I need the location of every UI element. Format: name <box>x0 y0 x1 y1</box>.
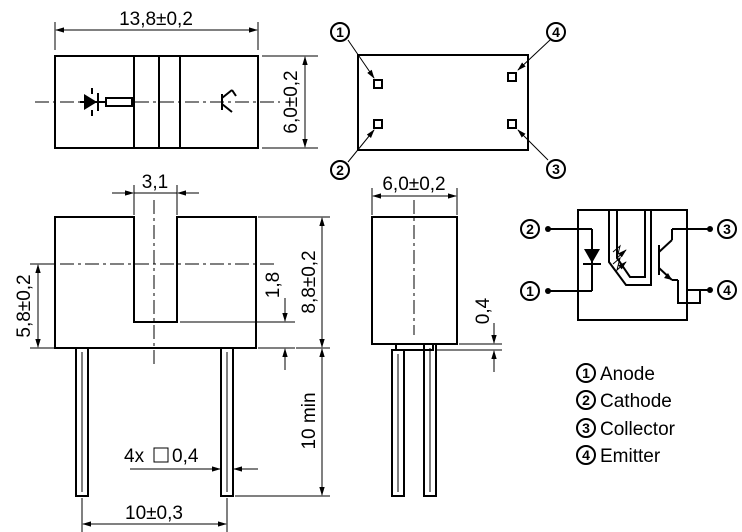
schematic-pin-2: 2 <box>520 219 540 239</box>
schematic-pin-3: 3 <box>717 219 737 239</box>
schematic: 2 1 3 4 <box>520 209 737 321</box>
svg-text:2: 2 <box>336 162 344 178</box>
body-height-label: 8,8±0,2 <box>299 250 320 313</box>
slot-offset-label: 1,8 <box>263 272 284 298</box>
legend-item-anode: 1 Anode <box>576 363 655 385</box>
side-view: 6,0±0,2 0,4 <box>371 174 502 497</box>
pin-4-marker: 4 <box>546 22 566 42</box>
svg-text:2: 2 <box>582 392 590 408</box>
lead-count-label: 4x <box>124 446 145 467</box>
top-width-label: 6,0±0,2 <box>281 70 302 133</box>
standoff-label: 0,4 <box>473 297 494 324</box>
svg-text:3: 3 <box>582 420 590 436</box>
schematic-pin-1: 1 <box>520 281 540 301</box>
schematic-led-icon <box>548 228 601 292</box>
svg-text:Anode: Anode <box>600 364 655 385</box>
overall-length-label: 13,8±0,2 <box>119 9 193 30</box>
light-guide <box>105 97 133 107</box>
side-width-label: 6,0±0,2 <box>382 174 445 195</box>
lead-pitch-label: 10±0,3 <box>125 503 183 524</box>
svg-text:Collector: Collector <box>600 419 676 440</box>
square-section-icon <box>153 447 169 463</box>
legend-item-cathode: 2 Cathode <box>576 390 672 412</box>
svg-text:1: 1 <box>336 24 344 40</box>
optical-axis-label: 5,8±0,2 <box>14 274 35 337</box>
legend-item-emitter: 4 Emitter <box>576 445 661 467</box>
pin-1-marker: 1 <box>330 22 350 42</box>
phototransistor-symbol <box>221 89 237 113</box>
legend-item-collector: 3 Collector <box>576 418 676 440</box>
schematic-transistor-icon <box>658 228 710 304</box>
svg-text:4: 4 <box>723 282 731 298</box>
bottom-view: 1 4 2 3 <box>330 22 566 180</box>
schematic-pin-4: 4 <box>717 280 737 300</box>
lead-length-label: 10 min <box>299 392 320 449</box>
top-view: 13,8±0,2 6,0±0,2 <box>35 9 318 149</box>
svg-text:3: 3 <box>552 161 560 177</box>
svg-text:4: 4 <box>582 447 590 463</box>
front-view: 3,1 5,8±0,2 1,8 8,8±0,2 10 min 4x 0,4 10… <box>14 172 330 532</box>
svg-text:1: 1 <box>582 365 590 381</box>
svg-text:3: 3 <box>723 221 731 237</box>
svg-text:Emitter: Emitter <box>600 446 661 467</box>
pin-3-marker: 3 <box>546 159 566 179</box>
led-symbol <box>80 88 107 116</box>
svg-text:4: 4 <box>552 24 560 40</box>
light-rays-icon <box>612 244 627 272</box>
svg-text:2: 2 <box>526 221 534 237</box>
svg-text:1: 1 <box>526 283 534 299</box>
pin-legend: 1 Anode 2 Cathode 3 Collector 4 Emitter <box>576 363 676 467</box>
lead-section-label: 0,4 <box>172 446 199 467</box>
pin-2-marker: 2 <box>330 160 350 180</box>
svg-text:Cathode: Cathode <box>600 391 672 412</box>
slot-width-label: 3,1 <box>142 172 168 193</box>
